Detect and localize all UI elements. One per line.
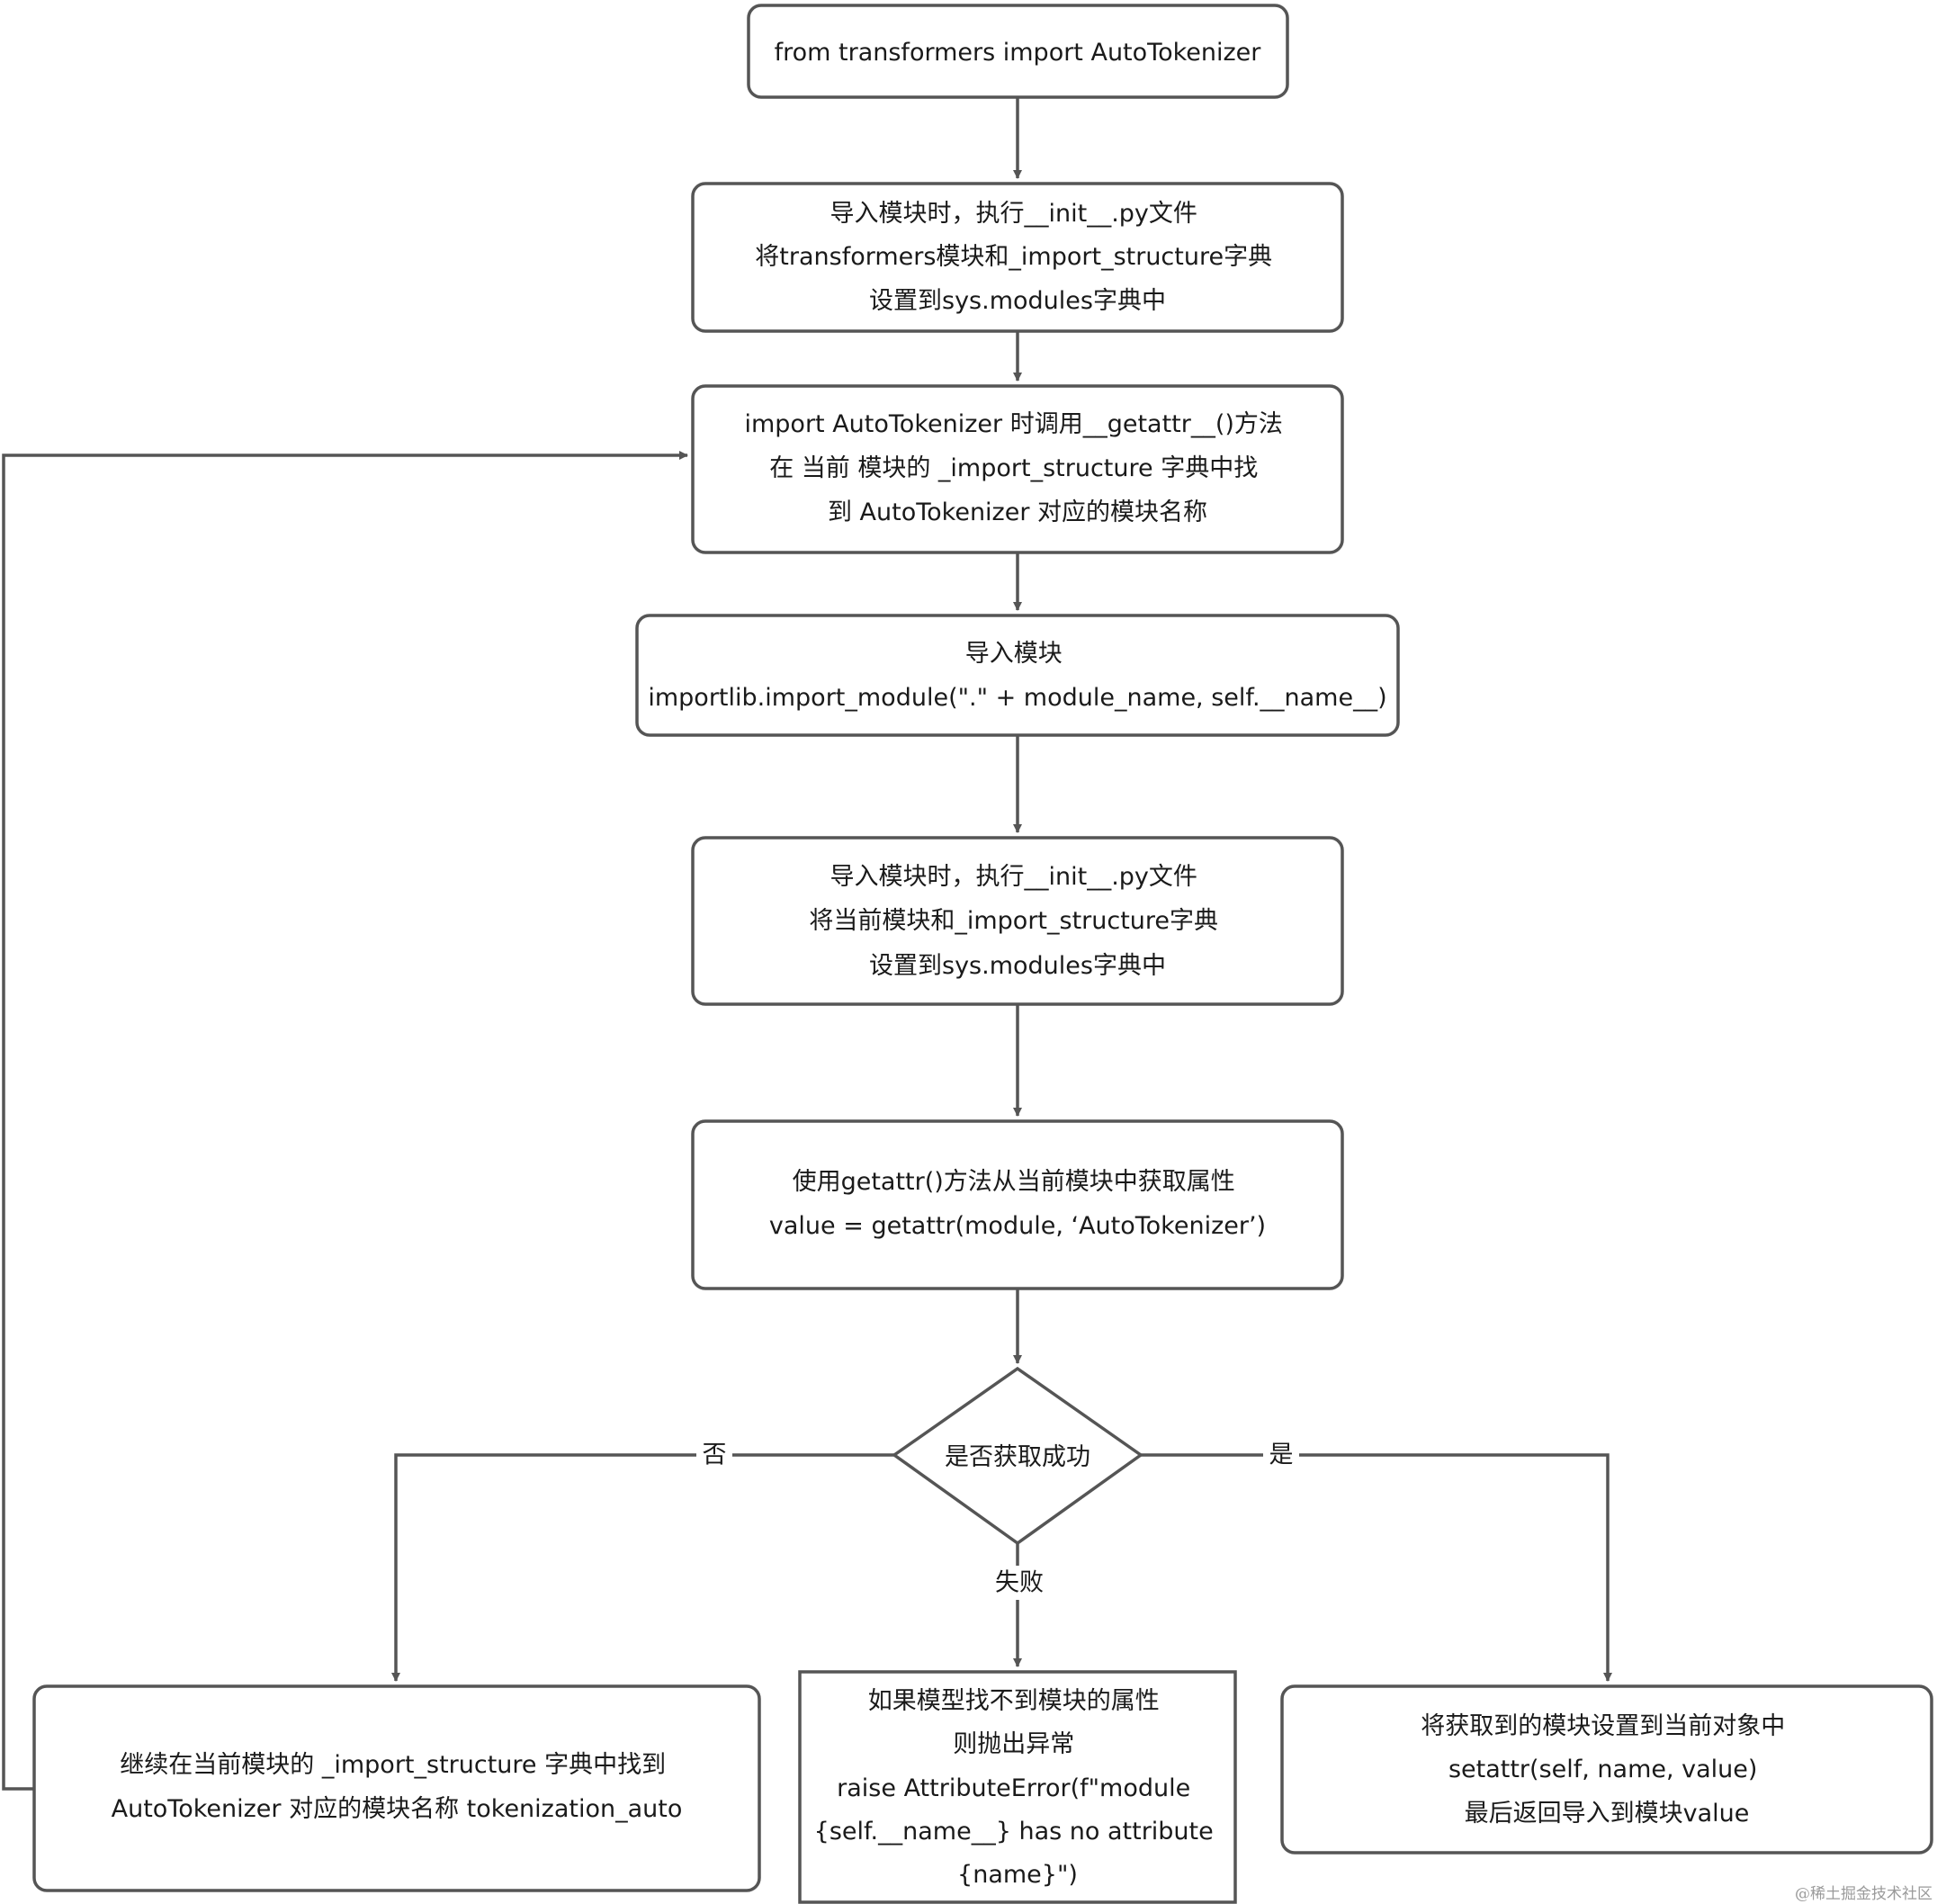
edge-loop-back [2, 451, 688, 1791]
node-raise-error-line: {self.__name__} has no attribute [814, 1818, 1214, 1846]
node-set-attribute-text: 将获取到的模块设置到当前对象中 setattr(self, name, valu… [1421, 1712, 1793, 1828]
node-get-attribute-line: 使用getattr()方法从当前模块中获取属性 [793, 1168, 1235, 1196]
node-init-current-line: 设置到sys.modules字典中 [869, 952, 1166, 980]
node-get-attribute-text: 使用getattr()方法从当前模块中获取属性 value = getattr(… [769, 1168, 1266, 1240]
node-set-attribute-shape [1280, 1684, 1933, 1855]
node-get-attribute-line: value = getattr(module, ‘AutoTokenizer’) [769, 1212, 1266, 1240]
node-getattr-lookup: import AutoTokenizer 时调用__getattr__()方法 … [691, 384, 1344, 554]
node-raise-error-line: {name}") [957, 1861, 1078, 1889]
node-init-transformers-shape [691, 182, 1344, 333]
node-set-attribute-line: 将获取到的模块设置到当前对象中 [1421, 1712, 1785, 1740]
node-import-module-line: importlib.import_module("." + module_nam… [648, 684, 1386, 712]
node-import-module-text: 导入模块 importlib.import_module("." + modul… [648, 640, 1386, 712]
node-init-current-line: 导入模块时，执行__init__.py文件 [830, 863, 1197, 891]
node-continue-search-line: 继续在当前模块的 _import_structure 字典中找到 [120, 1751, 666, 1779]
node-start-line: from transformers import AutoTokenizer [775, 39, 1262, 67]
node-decision-shape [891, 1366, 1144, 1546]
label-no-bg [696, 1438, 732, 1472]
node-getattr-lookup-line: 在 当前 模块的 _import_structure 字典中找 [769, 454, 1258, 482]
node-start: from transformers import AutoTokenizer [747, 4, 1289, 99]
node-continue-search: 继续在当前模块的 _import_structure 字典中找到 AutoTok… [32, 1684, 761, 1892]
label-yes: 是 [1269, 1441, 1294, 1469]
edge-labels: 否 是 失败 [696, 1438, 1299, 1600]
node-getattr-lookup-shape [691, 384, 1344, 554]
node-init-transformers-text: 导入模块时，执行__init__.py文件 将transformers模块和_i… [755, 200, 1279, 315]
node-import-module: 导入模块 importlib.import_module("." + modul… [635, 614, 1400, 737]
node-get-attribute: 使用getattr()方法从当前模块中获取属性 value = getattr(… [691, 1119, 1344, 1290]
node-init-current-shape [691, 836, 1344, 1006]
node-init-transformers-line: 导入模块时，执行__init__.py文件 [830, 200, 1197, 228]
node-continue-search-line: AutoTokenizer 对应的模块名称 tokenization_auto [112, 1795, 683, 1823]
node-import-module-line: 导入模块 [965, 640, 1063, 668]
label-yes-bg [1263, 1438, 1299, 1472]
node-continue-search-shape [32, 1684, 761, 1892]
node-getattr-lookup-line: import AutoTokenizer 时调用__getattr__()方法 [744, 410, 1282, 438]
node-set-attribute: 将获取到的模块设置到当前对象中 setattr(self, name, valu… [1280, 1684, 1933, 1855]
node-set-attribute-line: 最后返回导入到模块value [1465, 1800, 1750, 1828]
node-raise-error-line: 如果模型找不到模块的属性 [868, 1687, 1160, 1715]
node-raise-error: 如果模型找不到模块的属性 则抛出异常 raise AttributeError(… [798, 1670, 1237, 1904]
node-init-transformers-line: 设置到sys.modules字典中 [869, 287, 1166, 315]
node-getattr-lookup-line: 到 AutoTokenizer 对应的模块名称 [828, 498, 1207, 526]
node-raise-error-text: 如果模型找不到模块的属性 则抛出异常 raise AttributeError(… [814, 1687, 1222, 1889]
node-start-shape [747, 4, 1289, 99]
node-continue-search-text: 继续在当前模块的 _import_structure 字典中找到 AutoTok… [112, 1751, 683, 1823]
node-raise-error-line: raise AttributeError(f"module [837, 1774, 1190, 1802]
node-decision: 是否获取成功 [891, 1366, 1144, 1546]
node-get-attribute-shape [691, 1119, 1344, 1290]
edge-decision-no [391, 1453, 894, 1682]
node-set-attribute-line: setattr(self, name, value) [1448, 1756, 1758, 1783]
label-no: 否 [703, 1441, 727, 1469]
node-getattr-lookup-text: import AutoTokenizer 时调用__getattr__()方法 … [744, 410, 1290, 526]
node-init-current-line: 将当前模块和_import_structure字典 [809, 907, 1218, 935]
node-raise-error-line: 则抛出异常 [953, 1730, 1074, 1758]
node-init-current-text: 导入模块时，执行__init__.py文件 将当前模块和_import_stru… [809, 863, 1225, 980]
node-init-transformers: 导入模块时，执行__init__.py文件 将transformers模块和_i… [691, 182, 1344, 333]
node-decision-line: 是否获取成功 [945, 1443, 1090, 1471]
node-raise-error-shape [798, 1670, 1237, 1904]
node-init-current: 导入模块时，执行__init__.py文件 将当前模块和_import_stru… [691, 836, 1344, 1006]
edge-decision-yes [1141, 1453, 1612, 1682]
node-import-module-shape [635, 614, 1400, 737]
node-start-text: from transformers import AutoTokenizer [775, 39, 1262, 67]
label-fail: 失败 [995, 1569, 1044, 1597]
node-init-transformers-line: 将transformers模块和_import_structure字典 [755, 243, 1272, 271]
watermark: @稀土掘金技术社区 [1795, 1885, 1933, 1903]
label-fail-bg [990, 1566, 1049, 1600]
node-decision-text: 是否获取成功 [945, 1443, 1090, 1471]
